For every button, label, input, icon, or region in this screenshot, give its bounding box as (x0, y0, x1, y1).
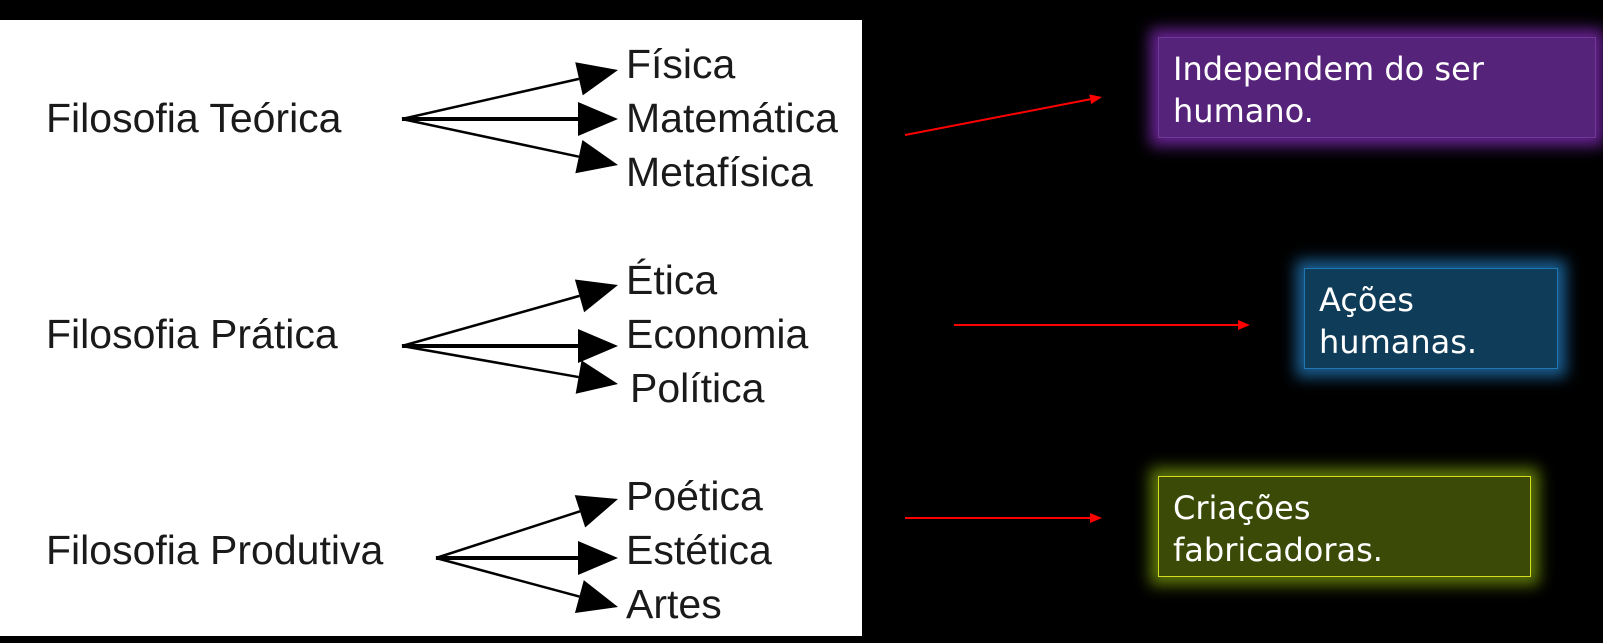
branch-label: Matemática (626, 95, 838, 141)
red-arrowhead (1238, 320, 1250, 330)
red-arrowhead (1090, 513, 1102, 523)
philosophy-diagram: Filosofia Teórica Física Matemática Meta… (46, 41, 838, 627)
root-label: Filosofia Prática (46, 311, 338, 357)
branch-arrowhead (575, 62, 618, 96)
red-arrowhead (1089, 94, 1102, 105)
diagram-panel: Filosofia Teórica Física Matemática Meta… (0, 20, 862, 636)
branch-label: Estética (626, 527, 772, 573)
branch-label: Física (626, 41, 736, 87)
branch-label: Metafísica (626, 149, 813, 195)
branch-connector-line (401, 294, 580, 348)
branch-connector-line (435, 556, 580, 598)
connectors (401, 279, 618, 394)
branch-arrowhead (574, 580, 618, 614)
note-text: Ações humanas. (1319, 281, 1478, 361)
note-text: Criações fabricadoras. (1173, 489, 1383, 569)
branch-connector-line (435, 510, 581, 560)
note-box-practical: Ações humanas. (1304, 268, 1558, 369)
note-text: Independem do ser humano. (1173, 50, 1484, 130)
note-box-theoretical: Independem do ser humano. (1158, 37, 1596, 138)
branch-label: Poética (626, 473, 763, 519)
branch-label: Ética (626, 257, 717, 303)
branch-arrowhead (575, 360, 618, 394)
branch-arrowhead (578, 541, 618, 575)
branch-label: Economia (626, 311, 809, 357)
branch-connector-line (401, 344, 579, 379)
group-pratica: Filosofia Prática Ética Economia Polític… (46, 257, 809, 411)
root-label: Filosofia Teórica (46, 95, 342, 141)
branch-connector-line (401, 117, 580, 158)
group-produtiva: Filosofia Produtiva Poética Estética Art… (46, 473, 772, 627)
branch-connector-line (401, 77, 580, 121)
note-box-productive: Criações fabricadoras. (1158, 476, 1531, 577)
branch-arrowhead (574, 279, 618, 313)
branch-arrowhead (578, 102, 618, 136)
connectors (401, 62, 618, 174)
connectors (435, 495, 618, 614)
branch-arrowhead (574, 495, 618, 528)
branch-label: Política (630, 365, 765, 411)
branch-arrowhead (578, 329, 618, 363)
branch-label: Artes (626, 581, 722, 627)
group-teorica: Filosofia Teórica Física Matemática Meta… (46, 41, 838, 195)
branch-arrowhead (575, 140, 618, 174)
red-arrow-line (904, 98, 1091, 136)
root-label: Filosofia Produtiva (46, 527, 383, 573)
